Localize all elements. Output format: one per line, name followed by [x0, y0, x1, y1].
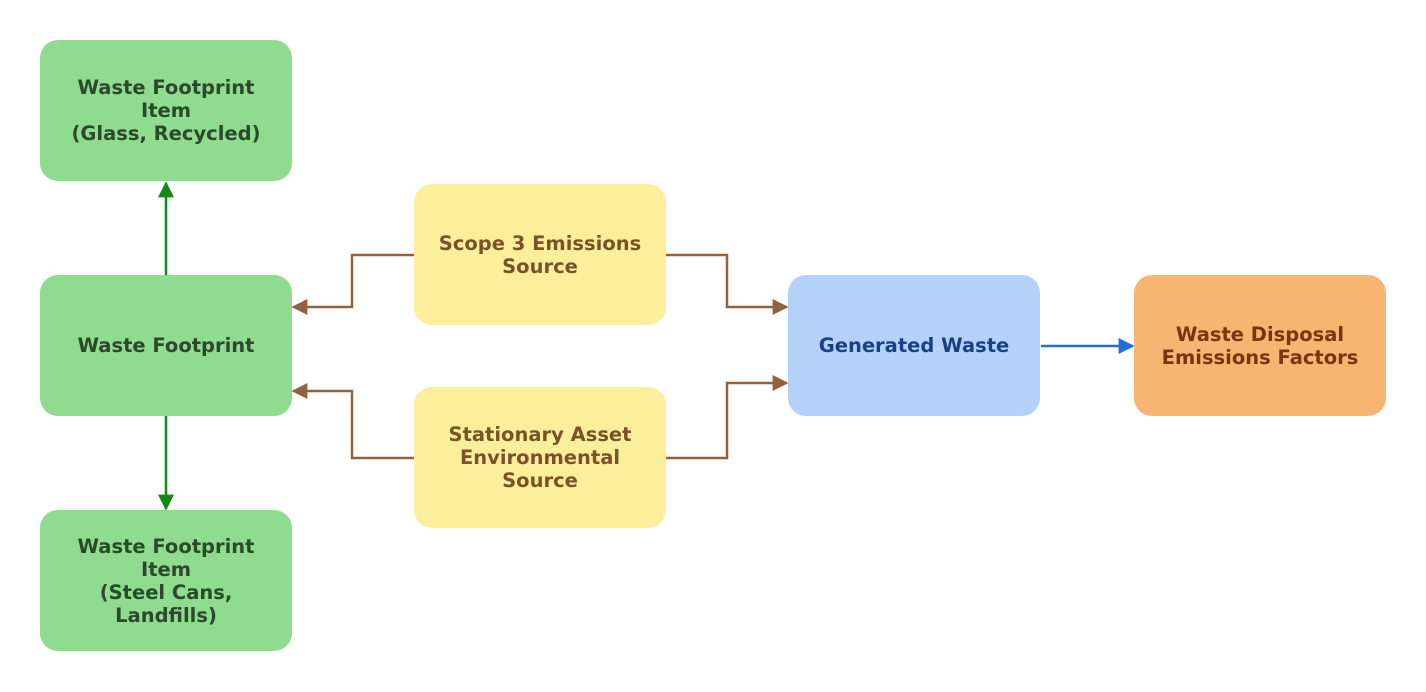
node-label: Waste Footprint Item (Steel Cans, Landfi… — [77, 534, 255, 627]
edge-stationary-to-waste-footprint — [291, 383, 414, 460]
node-label: Stationary Asset Environmental Source — [448, 423, 632, 492]
node-scope3-emissions-source: Scope 3 Emissions Source — [414, 184, 666, 325]
node-waste-footprint: Waste Footprint — [40, 275, 292, 416]
edge-stationary-to-generated-waste — [666, 375, 789, 460]
node-waste-footprint-item-steel: Waste Footprint Item (Steel Cans, Landfi… — [40, 510, 292, 651]
node-label: Waste Footprint Item (Glass, Recycled) — [71, 76, 261, 145]
edge-scope3-to-generated-waste — [666, 253, 789, 315]
node-waste-disposal-emissions-factors: Waste Disposal Emissions Factors — [1134, 275, 1386, 416]
node-generated-waste: Generated Waste — [788, 275, 1040, 416]
node-label: Waste Disposal Emissions Factors — [1161, 322, 1359, 369]
node-label: Generated Waste — [818, 334, 1010, 357]
node-label: Waste Footprint — [77, 334, 255, 357]
node-label: Scope 3 Emissions Source — [438, 231, 642, 278]
node-stationary-asset-environmental-source: Stationary Asset Environmental Source — [414, 387, 666, 528]
node-waste-footprint-item-glass: Waste Footprint Item (Glass, Recycled) — [40, 40, 292, 181]
edge-scope3-to-waste-footprint — [291, 253, 414, 315]
